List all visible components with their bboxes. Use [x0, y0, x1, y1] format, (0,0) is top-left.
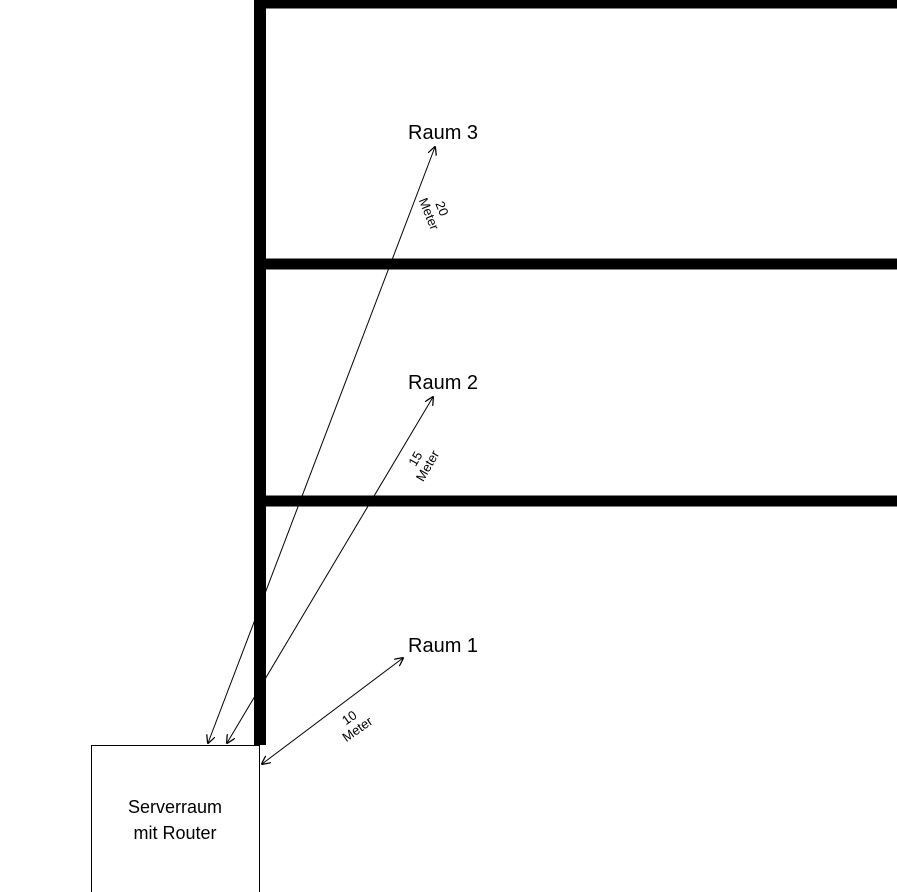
server-room-label-line2: mit Router	[133, 823, 216, 843]
connection-arrow-raum1	[262, 658, 403, 764]
server-room-box[interactable]	[91, 745, 260, 892]
server-room-label-line1: Serverraum	[128, 797, 222, 817]
connection-arrow-raum3	[208, 147, 435, 743]
svg-text:15: 15	[405, 449, 425, 469]
room-label-raum3: Raum 3	[408, 122, 478, 144]
room-label-raum1: Raum 1	[408, 635, 478, 657]
distance-label-raum1: 10 Meter	[339, 707, 376, 744]
distance-label-raum3: 20 Meter	[416, 196, 452, 233]
svg-text:20: 20	[432, 199, 451, 218]
svg-text:10: 10	[339, 707, 359, 728]
distance-label-raum2: 15 Meter	[405, 447, 442, 484]
room-label-raum2: Raum 2	[408, 372, 478, 394]
